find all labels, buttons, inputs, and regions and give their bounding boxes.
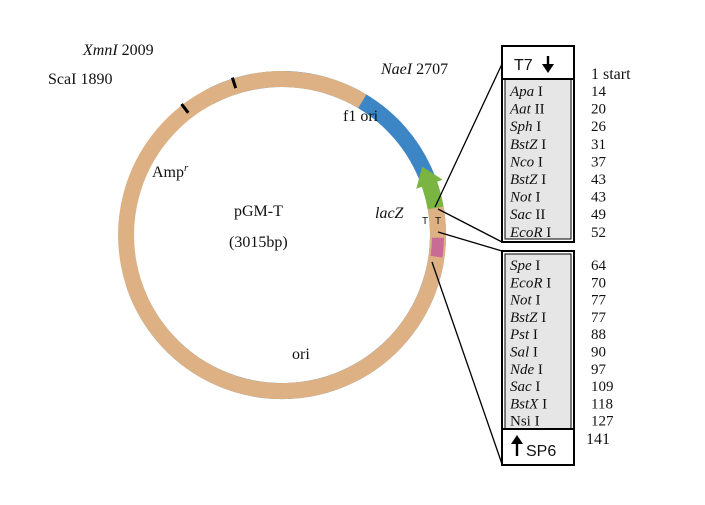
- t7-position: 1 start: [591, 66, 631, 83]
- upper-site-name-2: Sph I: [510, 119, 541, 135]
- upper-site-name-4: Nco I: [509, 154, 543, 170]
- upper-site-name-5: BstZ I: [510, 172, 546, 188]
- sp6-position: 141: [586, 431, 610, 448]
- upper-site-name-3: BstZ I: [510, 137, 546, 153]
- upper-site-pos-4: 37: [591, 154, 607, 170]
- lower-site-name-3: BstZ I: [510, 310, 546, 326]
- connector-t7-lower: [437, 208, 503, 243]
- upper-site-name-7: Sac II: [510, 207, 545, 223]
- connector-t7-upper: [434, 63, 503, 208]
- scai-tick: [180, 103, 190, 114]
- lacz-label: lacZ: [375, 205, 405, 222]
- t7-label: T7: [514, 57, 533, 74]
- lower-site-pos-0: 64: [591, 258, 607, 274]
- lower-site-pos-1: 70: [591, 275, 606, 291]
- lower-site-pos-3: 77: [591, 310, 607, 326]
- upper-site-name-8: EcoR I: [509, 225, 551, 241]
- upper-site-pos-0: 14: [591, 84, 607, 100]
- lower-site-name-7: Sac I: [510, 379, 540, 395]
- upper-site-name-6: Not I: [509, 190, 540, 206]
- lower-site-name-0: Spe I: [510, 258, 540, 274]
- t-mark-left: T: [422, 216, 428, 227]
- lacz-arrowhead: [416, 166, 443, 189]
- sp6-label: SP6: [526, 443, 556, 460]
- lower-site-name-1: EcoR I: [509, 275, 551, 291]
- upper-site-pos-7: 49: [591, 207, 606, 223]
- mcs-lower-panel: SP6: [501, 250, 575, 466]
- lower-site-name-4: Pst I: [509, 327, 538, 343]
- scai-label: ScaI 1890: [48, 71, 112, 88]
- upper-site-pos-6: 43: [591, 190, 606, 206]
- connector-sp6-upper: [437, 231, 503, 252]
- mcs-arc: [430, 237, 444, 258]
- t7-down-arrow-icon: [542, 56, 554, 73]
- upper-site-name-1: Aat II: [509, 102, 545, 118]
- lower-site-name-2: Not I: [509, 293, 540, 309]
- lower-site-pos-4: 88: [591, 327, 606, 343]
- upper-site-pos-5: 43: [591, 172, 606, 188]
- plasmid-name: pGM-T: [234, 203, 283, 220]
- upper-site-pos-3: 31: [591, 137, 606, 153]
- lower-site-name-6: Nde I: [509, 362, 543, 378]
- ori-label: ori: [292, 346, 310, 363]
- lower-site-pos-9: 127: [591, 414, 614, 430]
- mcs-upper-panel: T7: [501, 45, 575, 243]
- sp6-up-arrow-icon: [511, 435, 523, 456]
- upper-site-pos-2: 26: [591, 119, 607, 135]
- plasmid-size: (3015bp): [229, 234, 288, 251]
- lower-site-pos-7: 109: [591, 379, 614, 395]
- lower-site-pos-6: 97: [591, 362, 607, 378]
- xmni-label: XmnI 2009: [82, 42, 154, 59]
- upper-site-pos-8: 52: [591, 225, 606, 241]
- lower-site-pos-2: 77: [591, 293, 607, 309]
- lower-site-pos-8: 118: [591, 396, 613, 412]
- naei-label: NaeI 2707: [380, 61, 448, 78]
- upper-site-name-0: Apa I: [509, 84, 543, 100]
- amp-label: Ampr: [152, 162, 189, 181]
- lower-site-name-8: BstX I: [510, 396, 547, 412]
- xmni-tick: [230, 77, 238, 89]
- connector-sp6-lower: [431, 261, 503, 465]
- t-mark-right: T: [435, 216, 441, 227]
- f1-ori-label: f1 ori: [343, 108, 379, 125]
- f1-ori-arc: [118, 71, 447, 400]
- lower-site-name-5: Sal I: [510, 345, 538, 361]
- upper-site-pos-1: 20: [591, 102, 606, 118]
- lower-site-pos-5: 90: [591, 345, 606, 361]
- lower-site-name-9: Nsi I: [510, 414, 540, 430]
